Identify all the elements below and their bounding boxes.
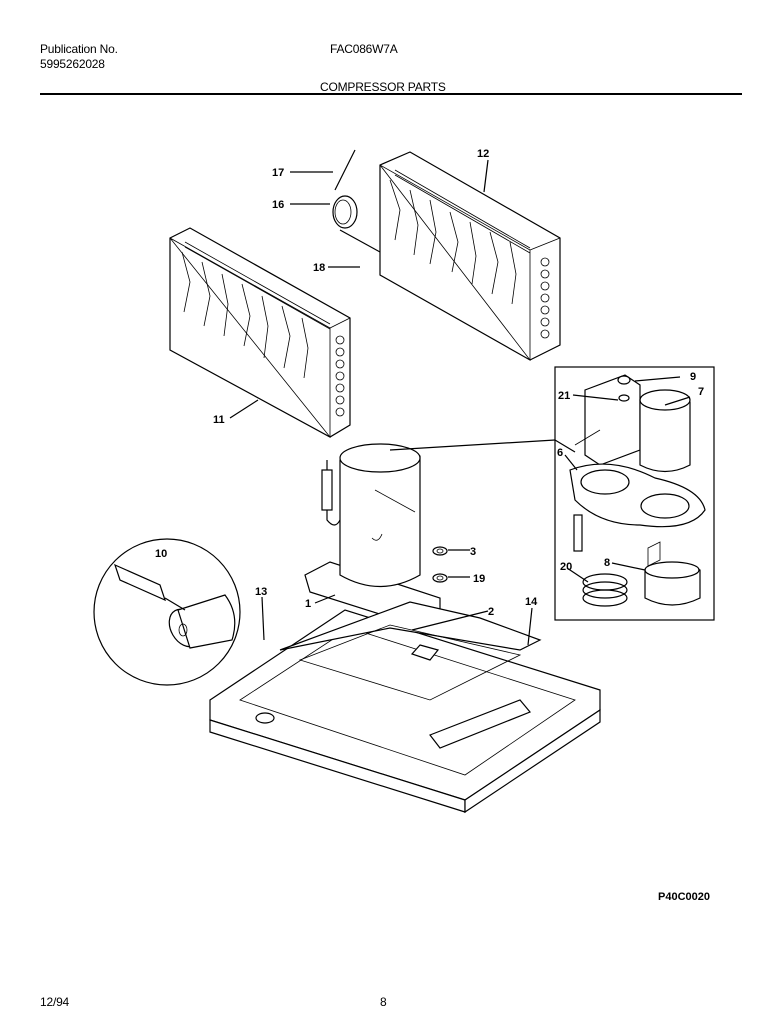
callout-21: 21 [558, 390, 570, 402]
electrical-inset [554, 366, 715, 621]
part-10-inset [93, 538, 241, 686]
part-13-14-base-pan [209, 601, 601, 814]
callout-11: 11 [213, 414, 225, 426]
header-rule [40, 93, 742, 95]
drawing-code: P40C0020 [658, 891, 710, 903]
publication-label: Publication No. [40, 42, 118, 56]
page-number: 8 [380, 995, 387, 1009]
callout-2: 2 [488, 606, 494, 618]
callout-8: 8 [604, 557, 610, 569]
callout-10: 10 [155, 548, 167, 560]
part-12-coil [379, 151, 561, 362]
callout-20: 20 [560, 561, 572, 573]
callout-13: 13 [255, 586, 267, 598]
callout-14: 14 [525, 596, 538, 608]
part-11-coil [169, 227, 351, 439]
callout-3: 3 [470, 546, 476, 558]
callout-17: 17 [272, 167, 284, 179]
section-title: COMPRESSOR PARTS [320, 80, 446, 94]
callout-12: 12 [477, 148, 489, 160]
callout-18: 18 [313, 262, 325, 274]
callout-6: 6 [557, 447, 563, 459]
callout-19: 19 [473, 573, 485, 585]
callout-7: 7 [698, 386, 704, 398]
part-3-19-grommets [432, 546, 448, 583]
callout-9: 9 [690, 371, 696, 383]
publication-number: 5995262028 [40, 57, 105, 71]
compressor [304, 443, 441, 623]
callout-1: 1 [305, 598, 311, 610]
part-16-17-18-capillary [332, 149, 381, 253]
leader-lines [229, 159, 691, 646]
model-number: FAC086W7A [330, 42, 398, 56]
footer-date: 12/94 [40, 995, 70, 1009]
callout-16: 16 [272, 199, 284, 211]
